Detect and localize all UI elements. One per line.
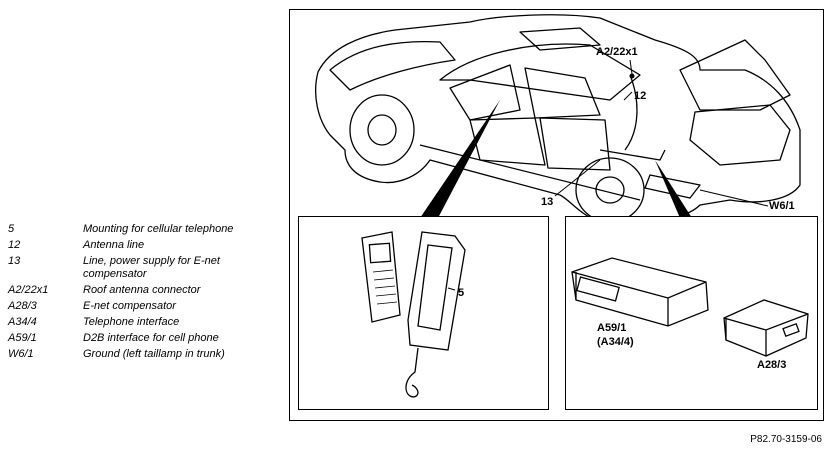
car-window-rear (524, 67, 601, 119)
document-reference: P82.70-3159-06 (750, 434, 822, 445)
d2b-connector (576, 276, 620, 302)
enet-top-edge (723, 313, 809, 356)
pointer-to-handset-inset (420, 100, 500, 218)
callout-13: 13 (541, 196, 554, 208)
leader-a2-22x1 (629, 59, 633, 75)
d2b-interface-module (571, 257, 709, 327)
rear-hub (595, 176, 625, 204)
interface-inset (565, 216, 818, 410)
phone-cradle (407, 231, 466, 351)
car-window-front (449, 64, 521, 121)
coiled-cable (405, 347, 419, 398)
leader-5 (447, 287, 456, 291)
callout-a59-1: A59/1 (597, 322, 627, 334)
car-body-outline (315, 14, 801, 224)
callout-a28-3: A28/3 (757, 359, 787, 371)
handset-inset (298, 216, 549, 410)
leader-13 (554, 159, 601, 197)
leader-w6-1 (699, 189, 769, 207)
sunroof (519, 27, 601, 51)
leader-12 (623, 91, 633, 101)
antenna-line (624, 74, 638, 151)
taillamp (644, 174, 701, 199)
callout-a34-4: (A34/4) (597, 336, 634, 348)
enet-connector (782, 323, 800, 337)
roof-antenna-connector (629, 73, 635, 79)
front-hub (367, 114, 397, 146)
trunk-lid (679, 39, 791, 111)
cell-phone (361, 231, 401, 323)
phone-display (368, 242, 392, 264)
d2b-top-edge (571, 271, 707, 326)
trunk-interior (689, 104, 791, 166)
side-trim (419, 144, 641, 201)
illustration-frame (289, 9, 824, 421)
pointer-to-interface-inset (655, 160, 692, 218)
power-line (599, 149, 666, 161)
car-door-rear (539, 117, 611, 171)
cradle-inner (417, 244, 453, 331)
callout-12: 12 (634, 90, 647, 102)
callout-5: 5 (458, 287, 465, 299)
front-wheel (349, 94, 415, 166)
car-hood (329, 40, 456, 91)
phone-keypad (372, 269, 398, 305)
callout-w6-1: W6/1 (769, 200, 795, 212)
callout-a2-22x1: A2/22x1 (596, 46, 638, 58)
car-door-front (469, 117, 546, 166)
